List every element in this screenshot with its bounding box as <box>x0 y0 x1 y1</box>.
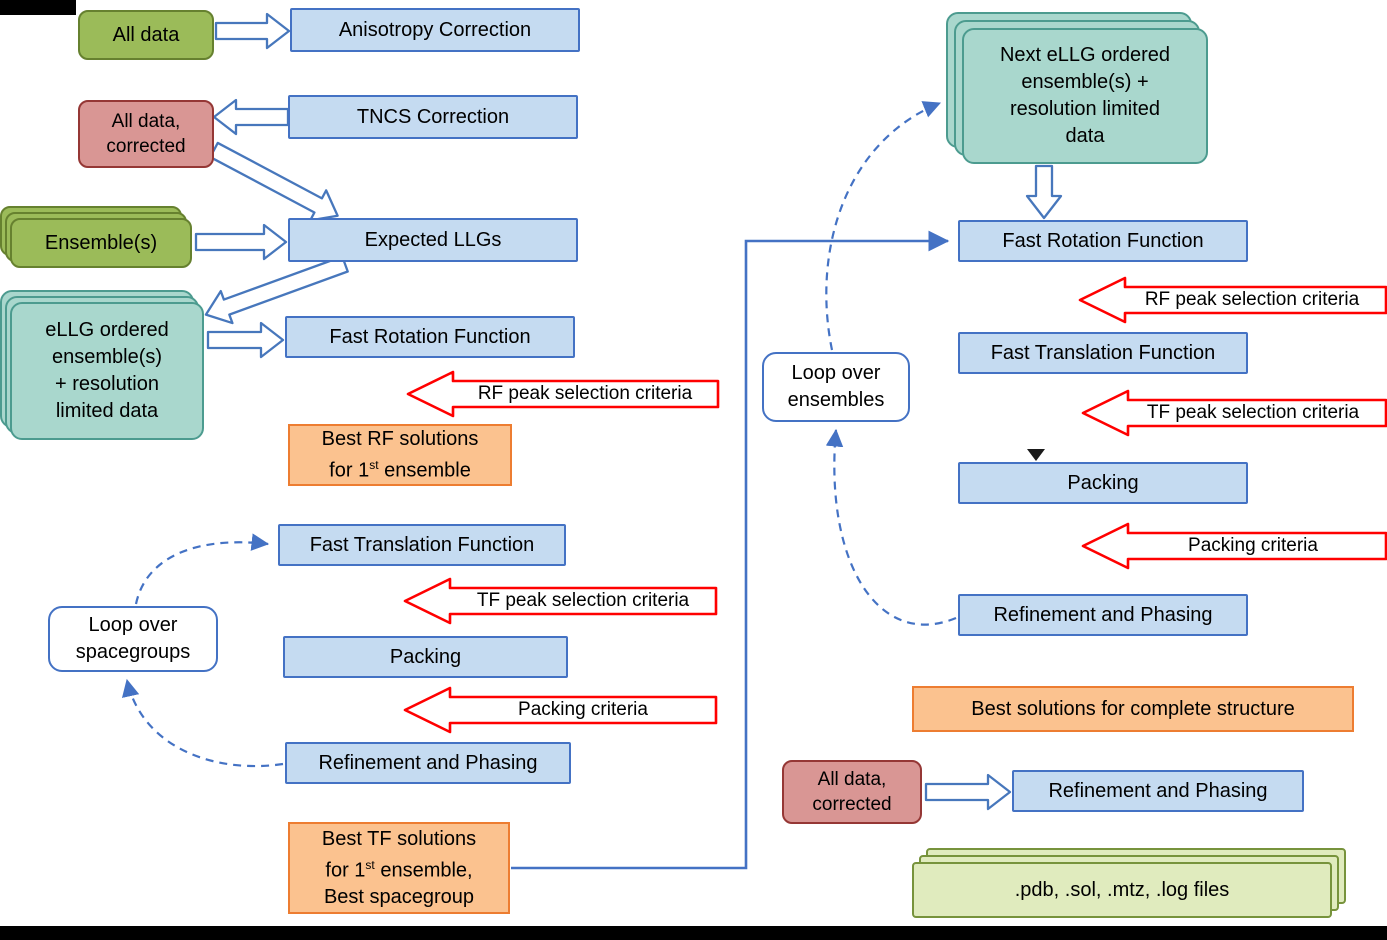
dashed-arrow-loop-spacegroups-to-translation <box>134 533 270 605</box>
best-tf-line2-post: ensemble, <box>374 859 473 882</box>
arrow-alldata-to-anisotropy-icon <box>214 12 291 50</box>
node-best-tf-solutions: Best TF solutions for 1st ensemble, Best… <box>288 822 510 914</box>
criteria-arrow-packing-left-icon <box>403 686 718 734</box>
node-fast-translation-right: Fast Translation Function <box>958 332 1248 374</box>
label-rf-criteria-left: RF peak selection criteria <box>477 383 693 404</box>
bottom-letterbox-bar <box>0 926 1387 940</box>
node-fast-translation-right-label: Fast Translation Function <box>990 341 1216 364</box>
arrow-tncs-to-corrected-icon <box>212 98 290 136</box>
criteria-arrow-rf-left-icon <box>406 370 720 418</box>
arrowhead-translation-to-packing-right-icon <box>1027 449 1045 461</box>
criteria-arrow-packing-right-icon <box>1081 522 1387 570</box>
label-rf-criteria-right: RF peak selection criteria <box>1144 289 1360 310</box>
node-fast-rotation-left: Fast Rotation Function <box>285 316 575 358</box>
node-all-data: All data <box>78 10 214 60</box>
node-best-solutions-label: Best solutions for complete structure <box>971 698 1295 720</box>
node-best-solutions: Best solutions for complete structure <box>912 686 1354 732</box>
best-rf-line2-sup: st <box>369 458 379 473</box>
node-output-files: .pdb, .sol, .mtz, .log files <box>912 862 1332 918</box>
criteria-arrow-rf-right-icon <box>1078 276 1387 324</box>
node-all-data-label: All data <box>112 23 180 46</box>
node-next-ellg-ensembles: Next eLLG ordered ensemble(s) + resoluti… <box>962 28 1208 164</box>
node-all-data-corrected: All data, corrected <box>78 100 214 168</box>
connector-besttf-to-rotation-right <box>511 230 950 870</box>
node-ensembles: Ensemble(s) <box>10 218 192 268</box>
node-packing-left-label: Packing <box>389 645 462 668</box>
label-packing-criteria-right: Packing criteria <box>1188 535 1318 556</box>
node-ensembles-label: Ensemble(s) <box>44 231 158 254</box>
node-loop-spacegroups: Loop over spacegroups <box>48 606 218 672</box>
node-loop-ensembles: Loop over ensembles <box>762 352 910 422</box>
node-loop-ensembles-label: Loop over ensembles <box>787 362 885 411</box>
top-left-letterbox-bar <box>0 0 76 15</box>
node-fast-rotation-right-label: Fast Rotation Function <box>1002 229 1204 252</box>
best-tf-line2-pre: for 1 <box>325 859 366 882</box>
node-refinement-final: Refinement and Phasing <box>1012 770 1304 812</box>
node-tncs-correction: TNCS Correction <box>288 95 578 139</box>
node-fast-rotation-right: Fast Rotation Function <box>958 220 1248 262</box>
node-refinement-right-label: Refinement and Phasing <box>993 603 1213 626</box>
best-rf-line2: for 1st ensemble <box>329 452 471 484</box>
node-tncs-correction-label: TNCS Correction <box>356 105 510 128</box>
arrow-ensembles-to-expectedllg-icon <box>194 223 288 261</box>
arrow-nextellg-to-rotation-icon <box>1025 164 1063 220</box>
label-tf-criteria-left: TF peak selection criteria <box>476 590 690 611</box>
node-packing-left: Packing <box>283 636 568 678</box>
best-tf-line2: for 1st ensemble, <box>325 852 472 884</box>
node-expected-llgs: Expected LLGs <box>288 218 578 262</box>
node-loop-spacegroups-label: Loop over spacegroups <box>75 614 191 663</box>
label-tf-criteria-right: TF peak selection criteria <box>1146 402 1360 423</box>
best-rf-line2-post: ensemble <box>378 459 471 482</box>
node-expected-llgs-label: Expected LLGs <box>364 228 502 251</box>
node-output-files-label: .pdb, .sol, .mtz, .log files <box>1014 878 1230 901</box>
best-tf-line2-sup: st <box>365 858 375 873</box>
node-ellg-ordered-ensembles-label: eLLG ordered ensemble(s) + resolution li… <box>45 319 169 422</box>
node-refinement-final-label: Refinement and Phasing <box>1048 779 1268 802</box>
best-rf-line1: Best RF solutions <box>321 428 479 451</box>
dashed-arrow-loop-ensembles-to-nextellg <box>825 101 942 351</box>
arrow-ellg-to-rotation-icon <box>206 321 285 359</box>
node-anisotropy-correction-label: Anisotropy Correction <box>338 18 532 41</box>
node-fast-rotation-left-label: Fast Rotation Function <box>329 325 531 348</box>
node-all-data-corrected-right: All data, corrected <box>782 760 922 824</box>
criteria-arrow-tf-left-icon <box>403 577 718 625</box>
node-next-ellg-ensembles-label: Next eLLG ordered ensemble(s) + resoluti… <box>999 44 1171 147</box>
node-refinement-left-label: Refinement and Phasing <box>318 751 538 774</box>
node-refinement-left: Refinement and Phasing <box>285 742 571 784</box>
dashed-arrow-refinement-to-loop-ensembles <box>825 428 957 626</box>
node-all-data-corrected-label: All data, corrected <box>106 111 186 157</box>
node-packing-right-label: Packing <box>1067 471 1139 494</box>
best-tf-line3: Best spacegroup <box>323 885 475 908</box>
node-fast-translation-left-label: Fast Translation Function <box>309 533 535 556</box>
node-best-rf-solutions: Best RF solutions for 1st ensemble <box>288 424 512 486</box>
arrow-corrected-to-expectedllg-icon <box>209 141 339 222</box>
node-packing-right: Packing <box>958 462 1248 504</box>
node-ellg-ordered-ensembles: eLLG ordered ensemble(s) + resolution li… <box>10 302 204 440</box>
node-anisotropy-correction: Anisotropy Correction <box>290 8 580 52</box>
arrow-expectedllg-to-ellg-icon <box>204 255 349 325</box>
node-refinement-right: Refinement and Phasing <box>958 594 1248 636</box>
node-fast-translation-left: Fast Translation Function <box>278 524 566 566</box>
criteria-arrow-tf-right-icon <box>1081 389 1387 437</box>
node-all-data-corrected-right-label: All data, corrected <box>812 769 892 815</box>
dashed-arrow-refinement-to-loop-spacegroups <box>121 678 284 768</box>
arrow-corrected-to-final-refinement-icon <box>924 773 1012 811</box>
best-rf-line2-pre: for 1 <box>329 459 370 482</box>
best-tf-line1: Best TF solutions <box>321 828 477 851</box>
label-packing-criteria-left: Packing criteria <box>518 699 648 720</box>
